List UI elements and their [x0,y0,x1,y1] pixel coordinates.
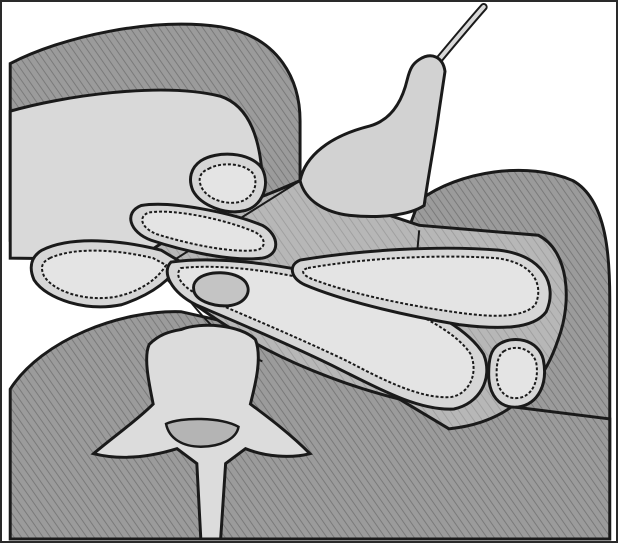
ultrasound-probe [300,56,445,217]
oval-structure [193,273,248,306]
probe-cable-core [439,7,484,60]
right-oval-inner [497,348,537,398]
